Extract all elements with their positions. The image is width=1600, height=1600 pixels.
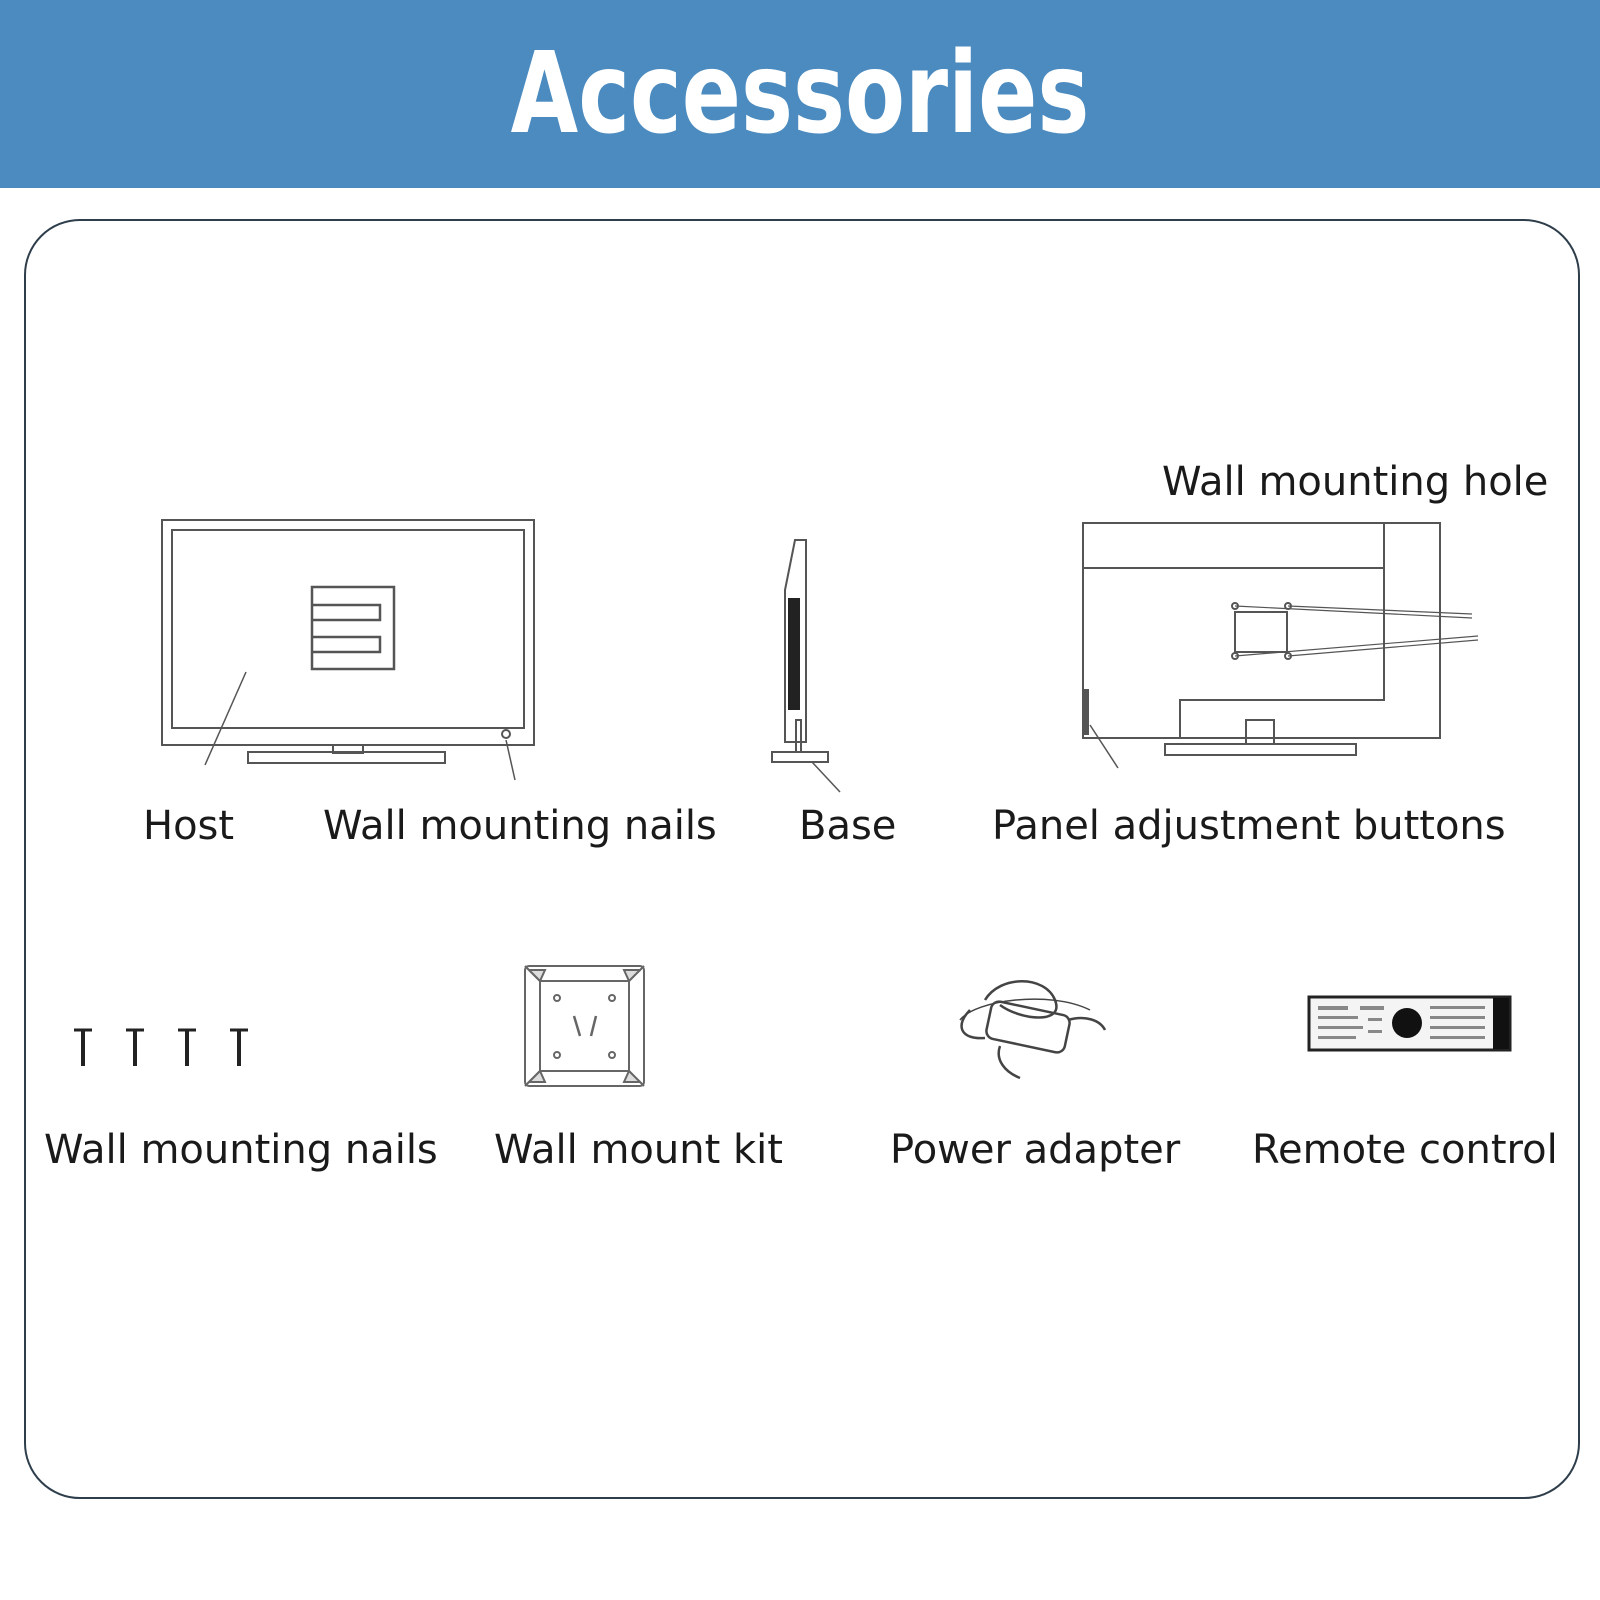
label-power-adapter: Power adapter (890, 1127, 1181, 1173)
label-wall-mounting-nails-top: Wall mounting nails (323, 803, 717, 849)
label-panel-adjustment-buttons: Panel adjustment buttons (992, 803, 1506, 849)
label-base: Base (799, 803, 897, 849)
label-host: Host (143, 803, 235, 849)
label-wall-mounting-nails: Wall mounting nails (44, 1127, 438, 1173)
label-wall-mounting-hole: Wall mounting hole (1162, 459, 1549, 505)
label-remote-control: Remote control (1252, 1127, 1558, 1173)
tv-front-illustration (161, 519, 535, 781)
nail-icon-3 (178, 1028, 196, 1066)
remote-control-illustration (1307, 995, 1512, 1052)
page-title: Accessories (510, 29, 1090, 159)
accessories-panel (24, 219, 1580, 1499)
wall-mount-kit-illustration (524, 965, 645, 1087)
tv-side-illustration (771, 539, 841, 793)
nail-icon-2 (126, 1028, 144, 1066)
nail-icon-1 (74, 1028, 92, 1066)
nails-illustration (74, 1028, 248, 1066)
tv-back-illustration (1082, 522, 1479, 769)
power-adapter-illustration (959, 980, 1107, 1080)
label-wall-mount-kit: Wall mount kit (494, 1127, 783, 1173)
header-banner: Accessories (0, 0, 1600, 188)
nail-icon-4 (230, 1028, 248, 1066)
